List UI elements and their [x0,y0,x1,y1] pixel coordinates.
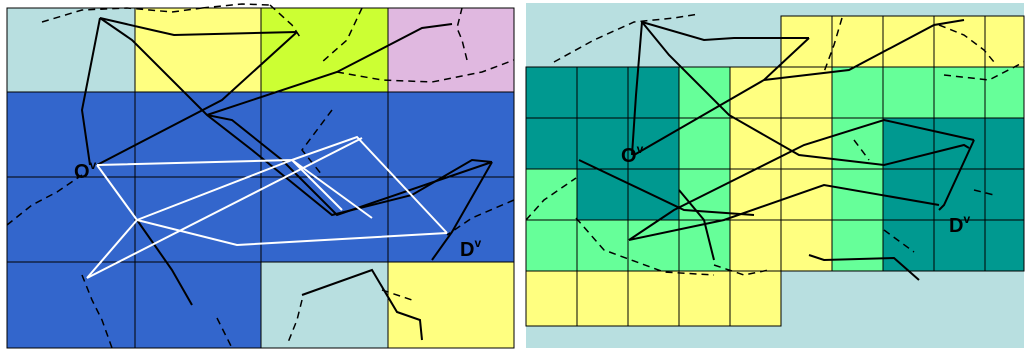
dashed-boundaries [6,3,515,349]
origin-label: Ov [74,158,97,183]
black-routes [578,19,975,281]
cell-lime [261,8,388,92]
origin-label: Ov [621,142,644,167]
cell-yellow [135,8,261,92]
white-routes [86,135,448,279]
destination-label: Dv [460,236,481,261]
cell-yellow-bottom [388,262,514,348]
right-map-panel: Ov Dv [524,0,1026,350]
right-map-svg: Ov Dv [525,3,1025,348]
left-map-panel: Ov Dv [2,0,518,350]
destination-label: Dv [949,212,970,237]
cell-light-blue [7,8,135,92]
left-map-svg: Ov Dv [6,3,515,349]
black-routes [80,17,493,341]
dashed-boundaries [525,13,1025,276]
cell-light-blue-bottom [261,262,388,348]
cell-blue-bottom [7,262,261,348]
cell-pink [388,8,514,92]
